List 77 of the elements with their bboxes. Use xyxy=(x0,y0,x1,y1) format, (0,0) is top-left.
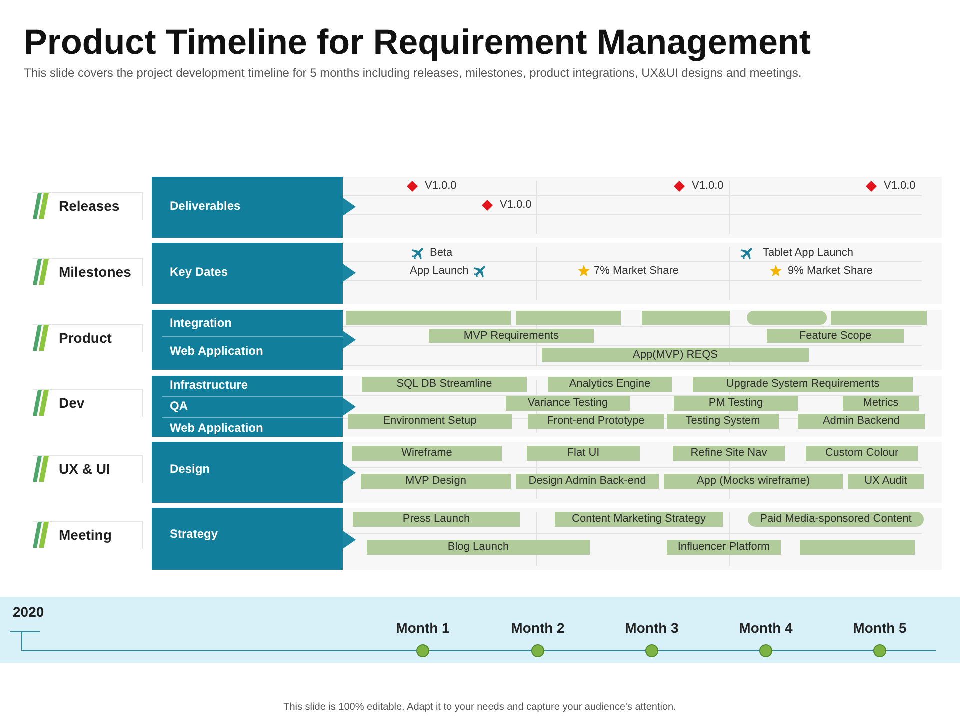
category-label: Design xyxy=(170,462,210,476)
subtitle: This slide covers the project development timeline for 5 months including releases, milestones, product integrations, UX&UI designs and meetings. xyxy=(24,66,802,80)
footer-note: This slide is 100% editable. Adapt it to your needs and capture your audience's attention. xyxy=(284,702,676,714)
task-bar: Metrics xyxy=(843,396,919,411)
tab-label: Product xyxy=(59,329,112,348)
category-tab xyxy=(33,324,143,352)
task-bar xyxy=(800,540,915,555)
category-panel xyxy=(152,376,343,437)
title: Product Timeline for Requirement Management xyxy=(24,23,811,63)
release-label: V1.0.0 xyxy=(500,198,532,212)
task-bar xyxy=(831,311,927,325)
task-bar: Blog Launch xyxy=(367,540,590,555)
task-bar: Press Launch xyxy=(353,512,520,527)
task-bar: Variance Testing xyxy=(506,396,630,411)
category-tab xyxy=(33,258,143,286)
milestone-label: App Launch xyxy=(410,264,469,278)
category-panel xyxy=(152,177,343,238)
category-tab xyxy=(33,455,143,483)
task-bar: Content Marketing Strategy xyxy=(555,512,723,527)
task-bar: SQL DB Streamline xyxy=(362,377,527,392)
release-label: V1.0.0 xyxy=(884,180,916,192)
month-label: Month 4 xyxy=(739,620,793,636)
task-bar: Analytics Engine xyxy=(548,377,672,392)
tab-label: UX & UI xyxy=(59,460,110,479)
category-label: Key Dates xyxy=(170,264,228,280)
task-bar: Testing System xyxy=(667,414,779,429)
task-bar: Upgrade System Requirements xyxy=(693,377,913,392)
year-label: 2020 xyxy=(13,604,44,620)
category-tab xyxy=(33,389,143,417)
category-tab xyxy=(33,192,143,220)
task-bar: Admin Backend xyxy=(798,414,925,429)
task-bar xyxy=(747,311,827,325)
category-panel xyxy=(152,508,343,570)
task-bar: MVP Design xyxy=(361,474,511,489)
tab-label: Dev xyxy=(59,394,85,413)
category-label: Strategy xyxy=(170,526,218,542)
task-bar: Design Admin Back-end xyxy=(516,474,659,489)
task-bar: Wireframe xyxy=(352,446,502,461)
tab-label: Meeting xyxy=(59,526,112,545)
milestone-label: Beta xyxy=(430,246,453,260)
month-label: Month 5 xyxy=(853,620,907,636)
milestone-label: Tablet App Launch xyxy=(763,246,854,260)
month-label: Month 2 xyxy=(511,620,565,636)
task-bar: Paid Media-sponsored Content xyxy=(748,512,924,527)
task-bar: Custom Colour xyxy=(806,446,918,461)
category-label: Web Application xyxy=(170,344,264,358)
task-bar: Influencer Platform xyxy=(667,540,781,555)
category-label: Integration xyxy=(170,316,232,330)
task-bar: UX Audit xyxy=(848,474,924,489)
task-bar: Environment Setup xyxy=(348,414,512,429)
category-panel xyxy=(152,310,343,370)
milestone-label: 7% Market Share xyxy=(594,264,679,278)
task-bar: MVP Requirements xyxy=(429,329,594,343)
category-label: QA xyxy=(170,398,188,414)
month-label: Month 1 xyxy=(396,620,450,636)
task-bar xyxy=(516,311,621,325)
task-bar: Front-end Prototype xyxy=(528,414,664,429)
tab-label: Releases xyxy=(59,197,120,216)
task-bar: Feature Scope xyxy=(767,329,904,343)
month-label: Month 3 xyxy=(625,620,679,636)
tab-label: Milestones xyxy=(59,263,132,282)
category-panel xyxy=(152,243,343,304)
task-bar xyxy=(642,311,730,325)
task-bar: Flat UI xyxy=(527,446,640,461)
task-bar: PM Testing xyxy=(674,396,798,411)
category-label: Infrastructure xyxy=(170,378,248,392)
task-bar xyxy=(346,311,511,325)
release-label: V1.0.0 xyxy=(692,180,724,192)
task-bar: Refine Site Nav xyxy=(673,446,785,461)
release-label: V1.0.0 xyxy=(425,180,457,192)
category-tab xyxy=(33,521,143,549)
task-bar: App (Mocks wireframe) xyxy=(664,474,843,489)
category-panel xyxy=(152,442,343,503)
category-label: Web Application xyxy=(170,420,264,436)
milestone-label: 9% Market Share xyxy=(788,264,873,278)
task-bar: App(MVP) REQS xyxy=(542,348,809,362)
category-label: Deliverables xyxy=(170,198,241,214)
